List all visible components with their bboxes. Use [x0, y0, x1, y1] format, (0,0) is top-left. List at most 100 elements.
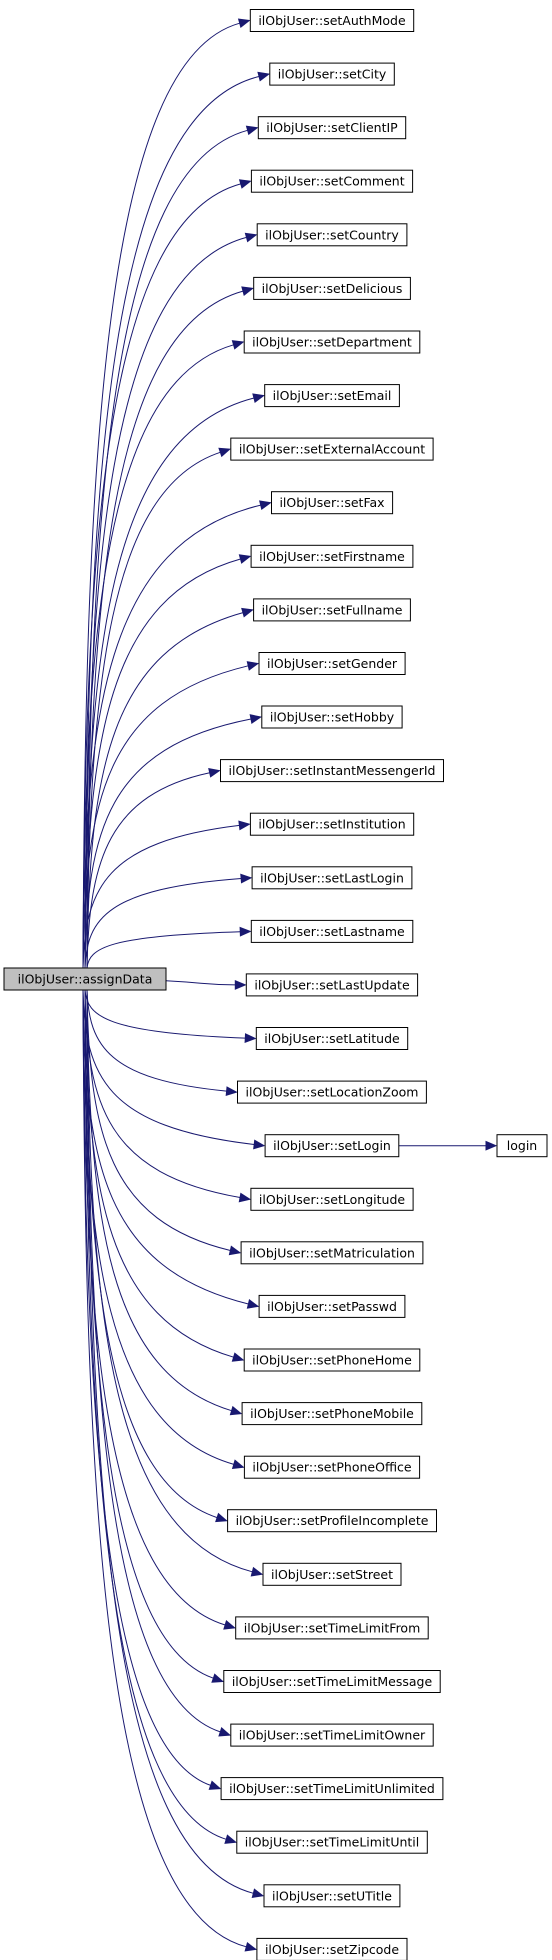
node-set-fullname[interactable]: ilObjUser::setFullname [253, 598, 411, 622]
node-set-instant-messenger-id-box [220, 759, 444, 783]
node-set-hobby[interactable]: ilObjUser::setHobby [261, 705, 403, 729]
node-set-country[interactable]: ilObjUser::setCountry [256, 223, 408, 247]
node-set-time-limit-owner-label: ilObjUser::setTimeLimitOwner [239, 1728, 426, 1743]
node-assign-data[interactable]: ilObjUser::assignData [3, 967, 167, 991]
edge-to-set-time-limit-unlimited-arrowhead [208, 1780, 222, 1790]
edge-to-set-time-limit-unlimited [82, 989, 211, 1786]
node-set-city[interactable]: ilObjUser::setCity [269, 62, 395, 86]
node-set-time-limit-from-box [235, 1616, 429, 1640]
edge-to-set-street-arrowhead [250, 1566, 264, 1577]
edge-to-set-gender-arrowhead [246, 661, 260, 671]
node-set-login-box [264, 1134, 400, 1158]
node-set-passwd[interactable]: ilObjUser::setPasswd [258, 1294, 406, 1318]
edge-to-set-time-limit-owner-arrowhead [218, 1727, 232, 1737]
node-set-last-login-box [251, 866, 413, 890]
edge-to-set-time-limit-until-arrowhead [224, 1834, 238, 1844]
node-set-utitle[interactable]: ilObjUser::setUTitle [263, 1884, 401, 1908]
node-set-external-account-label: ilObjUser::setExternalAccount [239, 442, 425, 457]
edge-to-set-delicious-arrowhead [241, 286, 254, 296]
edge-to-set-external-account [86, 451, 221, 969]
edge-to-set-time-limit-from-arrowhead [223, 1620, 236, 1630]
node-set-location-zoom-label: ilObjUser::setLocationZoom [246, 1085, 419, 1100]
edge-to-set-matriculation [86, 989, 231, 1251]
node-set-zipcode[interactable]: ilObjUser::setZipcode [256, 1937, 408, 1960]
node-set-last-login[interactable]: ilObjUser::setLastLogin [251, 866, 413, 890]
node-set-instant-messenger-id[interactable]: ilObjUser::setInstantMessengerId [220, 759, 444, 783]
node-set-gender-box [258, 652, 406, 675]
edge-to-set-zipcode-arrowhead [244, 1941, 258, 1952]
node-set-phone-mobile[interactable]: ilObjUser::setPhoneMobile [241, 1402, 423, 1426]
node-set-gender[interactable]: ilObjUser::setGender [258, 652, 406, 675]
node-set-auth-mode[interactable]: ilObjUser::setAuthMode [249, 9, 415, 32]
node-set-profile-incomplete[interactable]: ilObjUser::setProfileIncomplete [227, 1509, 437, 1533]
node-login-box [496, 1134, 548, 1158]
node-set-lastname[interactable]: ilObjUser::setLastname [250, 919, 414, 943]
node-set-client-ip-label: ilObjUser::setClientIP [266, 120, 398, 135]
node-set-phone-office[interactable]: ilObjUser::setPhoneOffice [243, 1455, 421, 1479]
node-set-time-limit-message-box [223, 1670, 441, 1693]
node-set-street[interactable]: ilObjUser::setStreet [262, 1562, 402, 1586]
node-set-time-limit-until-box [236, 1830, 428, 1854]
node-set-matriculation-label: ilObjUser::setMatriculation [249, 1245, 415, 1260]
node-set-client-ip[interactable]: ilObjUser::setClientIP [257, 116, 407, 140]
edge-to-set-phone-office-arrowhead [231, 1459, 245, 1469]
node-set-city-box [269, 62, 395, 86]
node-set-external-account[interactable]: ilObjUser::setExternalAccount [230, 437, 434, 461]
edge-to-set-country [84, 236, 247, 969]
node-set-external-account-box [230, 437, 434, 461]
node-set-firstname[interactable]: ilObjUser::setFirstname [250, 544, 414, 568]
edge-to-set-gender [82, 665, 249, 969]
node-set-zipcode-label: ilObjUser::setZipcode [265, 1942, 399, 1957]
edge-to-set-phone-home-arrowhead [231, 1352, 245, 1362]
edge-to-set-phone-home [84, 989, 234, 1358]
edge-to-set-longitude-arrowhead [238, 1192, 252, 1203]
node-set-time-limit-until-label: ilObjUser::setTimeLimitUntil [245, 1835, 420, 1850]
edge-to-set-login [82, 989, 255, 1145]
node-set-fax[interactable]: ilObjUser::setFax [271, 491, 394, 515]
node-set-hobby-box [261, 705, 403, 729]
node-set-comment-label: ilObjUser::setComment [259, 174, 404, 189]
node-set-department[interactable]: ilObjUser::setDepartment [243, 330, 421, 354]
node-set-fullname-label: ilObjUser::setFullname [262, 602, 403, 617]
node-set-matriculation[interactable]: ilObjUser::setMatriculation [240, 1241, 424, 1265]
node-set-time-limit-from[interactable]: ilObjUser::setTimeLimitFrom [235, 1616, 429, 1640]
node-set-phone-mobile-box [241, 1402, 423, 1426]
node-set-time-limit-owner[interactable]: ilObjUser::setTimeLimitOwner [230, 1723, 434, 1747]
node-set-time-limit-until[interactable]: ilObjUser::setTimeLimitUntil [236, 1830, 428, 1854]
node-set-email-box [264, 384, 400, 408]
node-set-location-zoom[interactable]: ilObjUser::setLocationZoom [237, 1080, 427, 1104]
edge-to-set-passwd-arrowhead [246, 1299, 260, 1309]
edge-to-set-external-account-arrowhead [218, 447, 232, 458]
node-set-time-limit-unlimited[interactable]: ilObjUser::setTimeLimitUnlimited [220, 1777, 444, 1801]
node-set-client-ip-box [257, 116, 407, 140]
node-login[interactable]: login [496, 1134, 548, 1158]
edge-to-set-city [84, 76, 260, 969]
node-set-longitude[interactable]: ilObjUser::setLongitude [250, 1187, 414, 1211]
edge-to-set-city-arrowhead [257, 71, 271, 82]
node-set-auth-mode-box [249, 9, 415, 32]
edge-to-set-utitle-arrowhead [251, 1888, 265, 1899]
node-set-last-update[interactable]: ilObjUser::setLastUpdate [245, 973, 419, 997]
node-set-institution[interactable]: ilObjUser::setInstitution [249, 812, 415, 836]
node-assign-data-box [3, 967, 167, 991]
node-set-comment[interactable]: ilObjUser::setComment [250, 169, 414, 193]
node-set-time-limit-unlimited-label: ilObjUser::setTimeLimitUnlimited [229, 1781, 435, 1796]
edge-to-set-matriculation-arrowhead [228, 1245, 242, 1256]
node-set-login[interactable]: ilObjUser::setLogin [264, 1134, 400, 1158]
edge-to-set-last-login [84, 878, 242, 969]
edge-set-login-to-login-arrowhead [485, 1140, 498, 1151]
node-set-latitude[interactable]: ilObjUser::setLatitude [255, 1027, 409, 1050]
node-set-phone-home[interactable]: ilObjUser::setPhoneHome [243, 1348, 421, 1372]
node-set-passwd-label: ilObjUser::setPasswd [267, 1299, 397, 1314]
node-set-time-limit-message[interactable]: ilObjUser::setTimeLimitMessage [223, 1670, 441, 1693]
edge-to-set-country-arrowhead [244, 232, 258, 243]
node-set-email[interactable]: ilObjUser::setEmail [264, 384, 400, 408]
edge-to-set-instant-messenger-id [86, 772, 210, 969]
node-set-longitude-label: ilObjUser::setLongitude [259, 1192, 405, 1207]
edge-to-set-hobby [84, 718, 252, 969]
edge-to-set-location-zoom [86, 989, 227, 1092]
edge-to-set-client-ip-arrowhead [245, 125, 259, 136]
node-set-delicious[interactable]: ilObjUser::setDelicious [253, 276, 411, 300]
node-set-firstname-label: ilObjUser::setFirstname [259, 549, 405, 564]
